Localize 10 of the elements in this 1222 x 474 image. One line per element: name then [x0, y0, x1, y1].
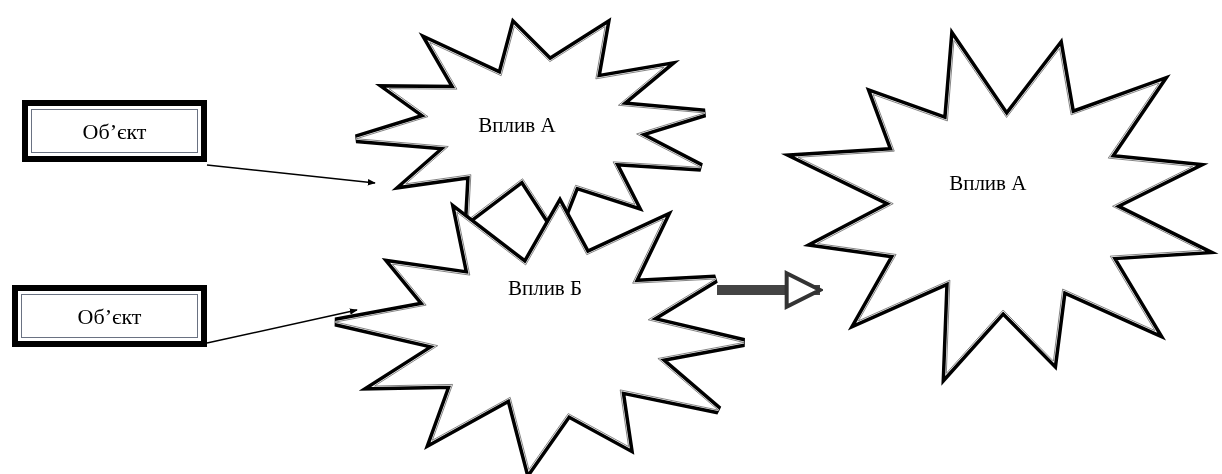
arrow	[206, 164, 376, 186]
node-label: Вплив А	[949, 170, 1027, 198]
object-box	[12, 285, 207, 347]
object-box	[22, 100, 207, 162]
node-label: Об’єкт	[82, 117, 147, 146]
node-label: Вплив Б	[507, 274, 583, 302]
block-arrow	[717, 271, 822, 309]
node-label: Об’єкт	[77, 302, 142, 331]
node-label: Вплив А	[478, 111, 556, 139]
arrow	[206, 308, 358, 344]
